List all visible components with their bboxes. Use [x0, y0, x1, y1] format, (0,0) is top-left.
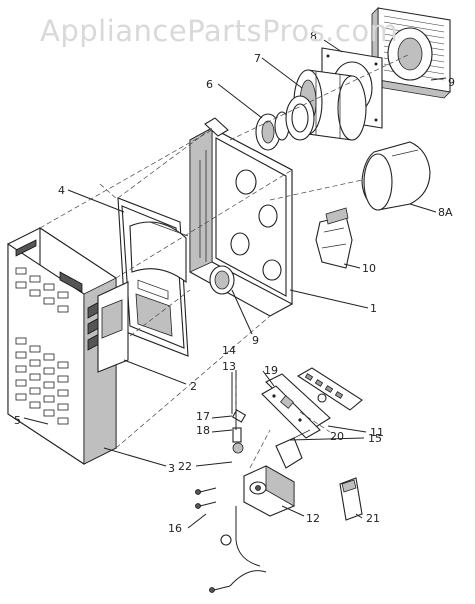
callout-10: 9 — [252, 334, 259, 347]
callout-23: 22 — [178, 460, 192, 473]
screws — [195, 487, 267, 593]
part-21-mount-plate — [261, 373, 331, 439]
assembly-lines — [39, 53, 411, 469]
part-8a-sleeve — [361, 141, 431, 211]
callout-21: 20 — [330, 430, 344, 443]
callout-15: 14 — [222, 344, 236, 357]
callout-16: 15 — [368, 432, 382, 445]
callout-7: 7 — [254, 52, 261, 65]
watermark: AppliancePartsPros.com — [40, 14, 399, 48]
part-11-bracket — [315, 207, 353, 269]
callout-6: 6 — [206, 78, 213, 91]
callout-3: 3 — [168, 462, 175, 475]
part-4-heat-exchanger — [117, 197, 189, 357]
callout-12: 11 — [370, 426, 384, 439]
callout-17: 16 — [168, 522, 182, 535]
part-13-gas-valve — [220, 465, 295, 567]
part-16-bracket — [275, 429, 311, 469]
leader-lines — [23, 39, 447, 529]
callout-4: 4 — [58, 184, 65, 197]
part-6-adapter-rings — [255, 95, 315, 151]
callout-20: 19 — [264, 364, 278, 377]
callout-labels: 8 7 9 6 4 8A 10 1 9 14 13 19 2 17 11 18 … — [14, 30, 455, 535]
callout-8: 8 — [310, 30, 317, 43]
callout-8a: 8A — [438, 206, 453, 219]
callout-22: 21 — [366, 512, 380, 525]
callout-2: 2 — [190, 380, 197, 393]
callout-18: 17 — [196, 410, 210, 423]
callout-1: 1 — [370, 302, 377, 315]
callout-5: 5 — [14, 414, 21, 427]
part-1-back-housing — [189, 117, 293, 317]
callout-9: 9 — [448, 76, 455, 89]
part-12-burner — [296, 367, 363, 411]
callout-19: 18 — [196, 424, 210, 437]
part-5-front-cabinet — [7, 226, 117, 466]
part-2-inner-panel — [97, 281, 129, 373]
part-22-igniter — [339, 477, 363, 521]
part-9-vent-cap — [371, 7, 451, 99]
callout-13: 12 — [306, 512, 320, 525]
callout-11: 10 — [362, 262, 376, 275]
part-18-19-pilot — [231, 370, 247, 454]
callout-14: 13 — [222, 360, 236, 373]
